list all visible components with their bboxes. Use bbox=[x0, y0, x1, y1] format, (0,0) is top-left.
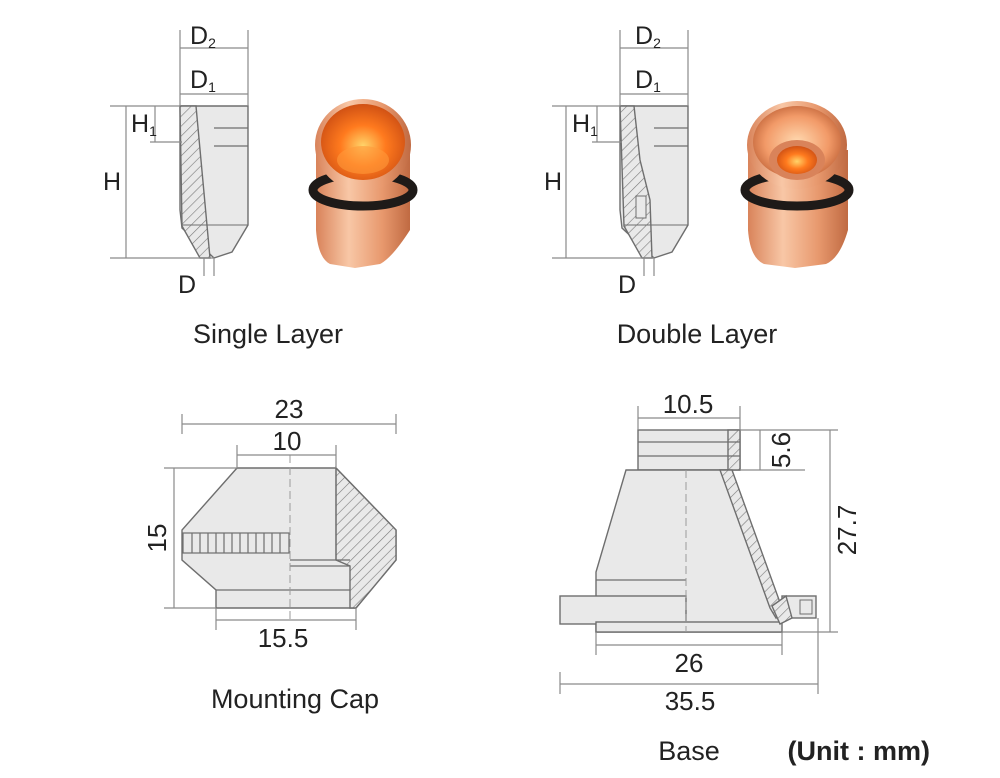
double-layer-nozzle-photo bbox=[740, 101, 854, 268]
double-d2-label: D2 bbox=[635, 22, 661, 51]
base-dim-27-7: 27.7 bbox=[832, 505, 862, 556]
single-layer-drawing bbox=[110, 30, 249, 276]
single-h-label: H bbox=[103, 168, 121, 196]
double-layer-group: D2 D1 H1 H D Double Layer bbox=[544, 22, 854, 349]
single-layer-group: D2 D1 H1 H D Single Layer bbox=[103, 22, 418, 349]
double-layer-caption: Double Layer bbox=[617, 319, 778, 349]
double-d1-label: D1 bbox=[635, 66, 661, 95]
double-layer-drawing bbox=[552, 30, 689, 276]
base-dim-5-6: 5.6 bbox=[766, 432, 796, 468]
mounting-cap-caption: Mounting Cap bbox=[211, 684, 379, 714]
cap-dim-15: 15 bbox=[142, 524, 172, 553]
single-d1-label: D1 bbox=[190, 66, 216, 95]
unit-note: (Unit : mm) bbox=[788, 736, 930, 766]
cap-dim-10: 10 bbox=[273, 426, 302, 456]
single-layer-caption: Single Layer bbox=[193, 319, 343, 349]
base-dim-35-5: 35.5 bbox=[665, 686, 716, 716]
mounting-cap-drawing bbox=[164, 414, 397, 630]
single-layer-nozzle-photo bbox=[308, 99, 418, 268]
double-h-label: H bbox=[544, 168, 562, 196]
cap-dim-23: 23 bbox=[275, 394, 304, 424]
double-h1-label: H1 bbox=[572, 110, 598, 139]
single-d-label: D bbox=[178, 271, 196, 299]
base-drawing bbox=[559, 406, 838, 694]
cap-dim-15-5: 15.5 bbox=[258, 623, 309, 653]
base-dim-10-5: 10.5 bbox=[663, 389, 714, 419]
base-caption: Base bbox=[658, 736, 720, 766]
single-h1-label: H1 bbox=[131, 110, 157, 139]
base-dim-26: 26 bbox=[675, 648, 704, 678]
double-d-label: D bbox=[618, 271, 636, 299]
mounting-cap-group: 23 10 15 15.5 Mounting Cap bbox=[142, 394, 397, 714]
base-group: 10.5 5.6 27.7 26 35.5 Base bbox=[559, 389, 862, 766]
single-d2-label: D2 bbox=[190, 22, 216, 51]
